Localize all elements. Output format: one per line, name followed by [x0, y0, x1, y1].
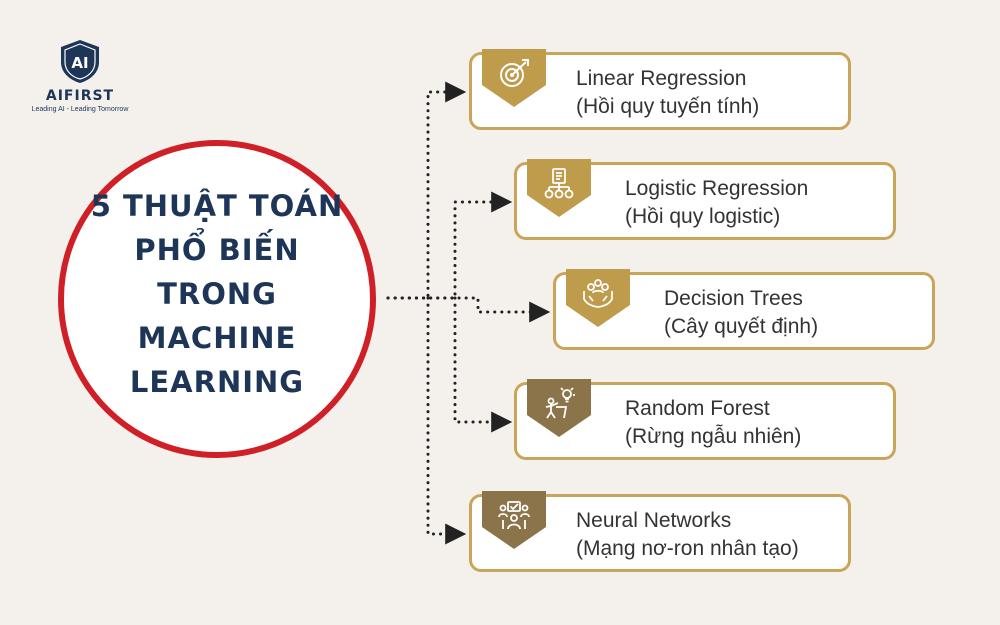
card-text: Neural Networks (Mạng nơ-ron nhân tạo) [576, 507, 799, 563]
card-subtitle: (Mạng nơ-ron nhân tạo) [576, 537, 799, 560]
brand-name: AIFIRST [45, 88, 115, 104]
center-title-line: 5 THUẬT TOÁN [90, 189, 344, 223]
card-badge [566, 269, 630, 327]
card-subtitle: (Hồi quy tuyến tính) [576, 95, 760, 118]
card-badge [482, 49, 546, 107]
card-subtitle: (Cây quyết định) [664, 315, 819, 338]
card-title: Linear Regression [576, 67, 747, 90]
card-logistic-regression: Logistic Regression (Hồi quy logistic) [514, 159, 896, 240]
connector-logistic-regression [386, 191, 513, 300]
card-subtitle: (Rừng ngẫu nhiên) [625, 425, 802, 448]
card-text: Logistic Regression (Hồi quy logistic) [625, 175, 808, 231]
card-title: Decision Trees [664, 287, 803, 310]
card-random-forest: Random Forest (Rừng ngẫu nhiên) [514, 379, 896, 460]
card-subtitle: (Hồi quy logistic) [625, 205, 781, 228]
center-title-line: MACHINE [137, 321, 297, 355]
center-title: 5 THUẬT TOÁN PHỔ BIẾN TRONG MACHINE LEAR… [72, 184, 362, 404]
network-team-icon [498, 501, 530, 530]
center-title-line: PHỔ BIẾN TRONG [134, 233, 300, 311]
connector-decision-trees [386, 296, 551, 323]
card-text: Random Forest (Rừng ngẫu nhiên) [625, 395, 801, 451]
card-title: Logistic Regression [625, 177, 809, 200]
target-arrow-icon [500, 59, 529, 87]
document-flow-icon [544, 168, 574, 199]
center-title-line: LEARNING [129, 365, 305, 399]
card-text: Linear Regression (Hồi quy tuyến tính) [576, 65, 759, 121]
shield-logo-icon: AI [61, 40, 99, 83]
logo-mark-text: AI [71, 54, 88, 72]
card-badge [527, 379, 591, 437]
people-hands-icon [583, 279, 613, 308]
card-title: Random Forest [625, 397, 770, 420]
brand-tagline: Leading AI - Leading Tomorrow [31, 106, 129, 113]
connector-neural-networks [426, 296, 467, 545]
card-badge [482, 491, 546, 549]
card-badge [527, 159, 591, 217]
connector-random-forest [453, 296, 513, 433]
card-text: Decision Trees (Cây quyết định) [664, 285, 818, 341]
card-linear-regression: Linear Regression (Hồi quy tuyến tính) [469, 49, 851, 130]
connector-linear-regression [386, 81, 467, 300]
card-neural-networks: Neural Networks (Mạng nơ-ron nhân tạo) [469, 491, 851, 572]
center-circle: 5 THUẬT TOÁN PHỔ BIẾN TRONG MACHINE LEAR… [58, 140, 376, 458]
card-title: Neural Networks [576, 509, 732, 532]
aifirst-logo: AI AIFIRST Leading AI - Leading Tomorrow [30, 38, 130, 113]
person-lightbulb-icon [545, 387, 575, 419]
card-decision-trees: Decision Trees (Cây quyết định) [553, 269, 935, 350]
